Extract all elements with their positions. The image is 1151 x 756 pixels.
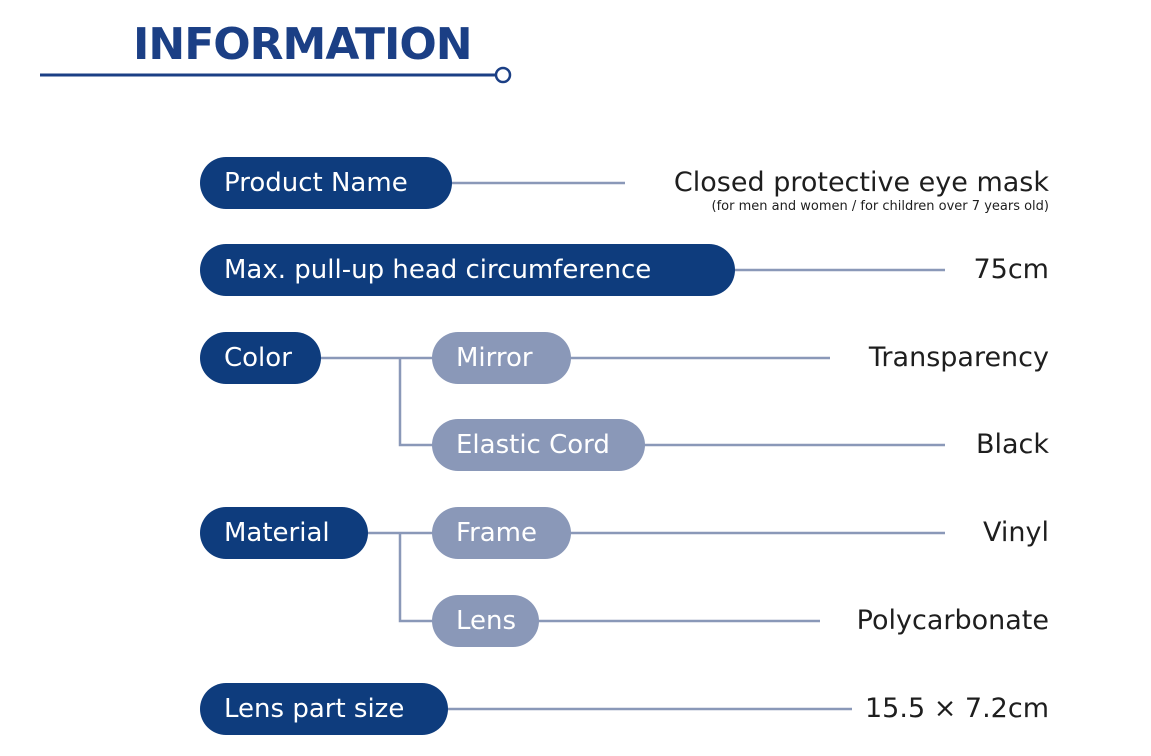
page-title: INFORMATION [133,19,473,70]
material-branch-elbow [398,533,434,623]
frame-value: Vinyl [983,517,1049,548]
product-name-value: Closed protective eye mask [673,167,1049,198]
lens-value: Polycarbonate [856,605,1049,636]
color-label: Color [200,332,321,384]
color-branch-elbow [398,358,434,447]
head-circumference-label: Max. pull-up head circumference [200,244,735,296]
lens-label: Lens [432,595,539,647]
material-label: Material [200,507,368,559]
product-name-label: Product Name [200,157,452,209]
head-circumference-value: 75cm [973,254,1049,285]
title-underline-dot [494,66,512,84]
elastic-cord-label: Elastic Cord [432,419,645,471]
product-name-note: (for men and women / for children over 7… [711,199,1049,214]
lens-size-label: Lens part size [200,683,448,735]
lens-size-value: 15.5 × 7.2cm [865,693,1049,724]
mirror-label: Mirror [432,332,571,384]
mirror-value: Transparency [868,342,1049,373]
frame-label: Frame [432,507,571,559]
elastic-cord-value: Black [975,429,1049,460]
